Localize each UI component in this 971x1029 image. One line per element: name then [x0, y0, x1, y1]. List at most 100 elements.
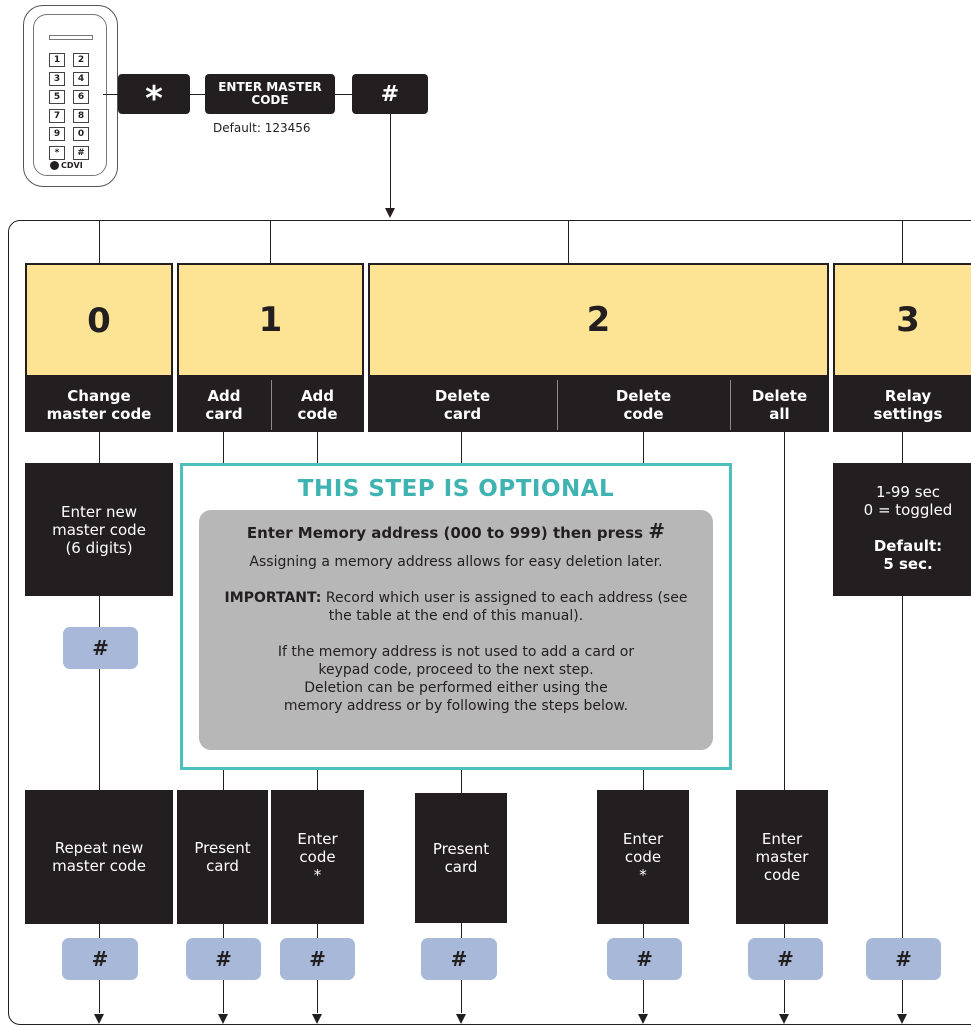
down-arrow-icon: [638, 1014, 648, 1024]
hash-delete-card: #: [421, 938, 497, 980]
optional-paragraph-3: If the memory address is not used to add…: [277, 644, 635, 678]
header-change-master-label: Change master code: [46, 386, 152, 423]
optional-title: THIS STEP IS OPTIONAL: [297, 476, 615, 502]
step-present-card: Present card: [177, 790, 268, 924]
hash-label: #: [450, 947, 468, 971]
default-code-note: Default: 123456: [213, 121, 311, 135]
group-1-number: 1: [258, 300, 283, 340]
step-enter-code-delete-text: Enter code *: [622, 830, 664, 884]
header-delete-code-label: Delete code: [615, 386, 672, 423]
keypad-key: 9: [49, 127, 65, 141]
hash-label: #: [309, 947, 326, 971]
keypad-key: *: [49, 145, 65, 160]
hash-change-master-2: #: [62, 938, 138, 980]
down-arrow-icon: [897, 1014, 907, 1024]
entry-down-line: [390, 114, 391, 210]
step-enter-master-delete-all: Enter master code: [736, 790, 828, 924]
keypad-key: 5: [49, 90, 65, 104]
header-divider: [557, 380, 558, 430]
step-present-card-text: Present card: [194, 839, 251, 875]
menu-frame: [8, 220, 971, 1025]
header-add-code-label: Add code: [297, 386, 338, 423]
keypad-key: #: [73, 145, 89, 160]
step-enter-new-master-text: Enter new master code (6 digits): [52, 502, 146, 557]
step-repeat-master-text: Repeat new master code: [52, 839, 146, 875]
keypad-key: 2: [73, 53, 89, 67]
line-group-1: [270, 221, 271, 263]
hash-delete-code: #: [607, 938, 682, 980]
line-group-0: [99, 221, 100, 263]
header-add-card-label: Add card: [205, 386, 243, 423]
group-3-box: 3: [833, 263, 971, 377]
keypad-key: 3: [49, 71, 65, 86]
header-delete-card: Delete card: [368, 377, 557, 432]
keypad-key: 7: [49, 108, 65, 123]
step-relay-settings: 1-99 sec 0 = toggled Default: 5 sec.: [833, 463, 971, 596]
down-arrow-icon: [779, 1014, 789, 1024]
down-arrow-icon: [94, 1014, 104, 1024]
group-0-box: 0: [25, 263, 173, 377]
hash-key-label: #: [380, 81, 400, 107]
hash-label: #: [777, 947, 794, 971]
hash-change-master-1: #: [63, 627, 138, 669]
header-divider: [271, 380, 272, 430]
step-enter-master-delete-all-text: Enter master code: [755, 830, 809, 884]
enter-master-box: ENTER MASTER CODE: [205, 74, 335, 114]
entry-down-arrow: [385, 208, 395, 218]
memory-hash-symbol: #: [648, 519, 666, 543]
group-2-box: 2: [368, 263, 829, 377]
hash-relay: #: [866, 938, 941, 980]
header-divider: [730, 380, 731, 430]
keypad-brand-logo: CDVI: [50, 160, 92, 171]
memory-address-line: Enter Memory address (000 to 999) then p…: [213, 519, 699, 543]
header-relay: Relay settings: [833, 377, 971, 432]
group-0-number: 0: [87, 301, 111, 341]
flow-line-change-master: [99, 432, 100, 1013]
hash-label: #: [636, 947, 653, 971]
enter-master-label: ENTER MASTER CODE: [218, 80, 322, 107]
keypad-key: 6: [73, 90, 89, 104]
step-enter-code: Enter code *: [271, 790, 364, 924]
flow-line-delete-all: [784, 432, 785, 1013]
relay-default-text: Default: 5 sec.: [873, 537, 943, 573]
optional-info-panel: Enter Memory address (000 to 999) then p…: [199, 510, 713, 750]
group-3-number: 3: [896, 300, 920, 340]
hash-add-card: #: [186, 938, 261, 980]
hash-label: #: [215, 947, 232, 971]
important-text: Record which user is assigned to each ad…: [321, 590, 688, 624]
hash-label: #: [92, 636, 109, 660]
step-enter-code-text: Enter code *: [297, 830, 338, 884]
memory-address-text: Enter Memory address (000 to 999) then p…: [246, 524, 644, 542]
optional-paragraph-1: Assigning a memory address allows for ea…: [249, 554, 663, 570]
header-relay-label: Relay settings: [873, 386, 943, 423]
flow-line-relay: [902, 432, 903, 1013]
hash-key-box: #: [352, 74, 428, 114]
keypad-key: 4: [73, 71, 89, 86]
keypad-led-bar: [49, 35, 93, 40]
star-key-box: *: [118, 74, 190, 119]
header-delete-all: Delete all: [730, 377, 829, 432]
hash-add-code: #: [280, 938, 355, 980]
important-label: IMPORTANT:: [224, 590, 322, 606]
header-add-code: Add code: [271, 377, 364, 432]
group-1-box: 1: [177, 263, 364, 377]
header-add-card: Add card: [177, 377, 271, 432]
line-group-2: [568, 221, 569, 263]
optional-paragraph-4: Deletion can be performed either using t…: [283, 680, 629, 714]
group-2-number: 2: [586, 300, 611, 340]
step-enter-new-master: Enter new master code (6 digits): [25, 463, 173, 596]
relay-range-text: 1-99 sec 0 = toggled: [863, 483, 953, 519]
line-group-3: [902, 221, 903, 263]
step-repeat-master: Repeat new master code: [25, 790, 173, 924]
hash-label: #: [91, 947, 109, 971]
header-delete-code: Delete code: [557, 377, 730, 432]
keypad-key: 1: [49, 53, 65, 67]
down-arrow-icon: [218, 1014, 228, 1024]
step-enter-code-delete: Enter code *: [597, 790, 689, 924]
header-delete-card-label: Delete card: [434, 386, 491, 423]
header-change-master: Change master code: [25, 377, 173, 432]
step-present-card-delete: Present card: [415, 793, 507, 923]
keypad-key: 8: [73, 108, 89, 123]
